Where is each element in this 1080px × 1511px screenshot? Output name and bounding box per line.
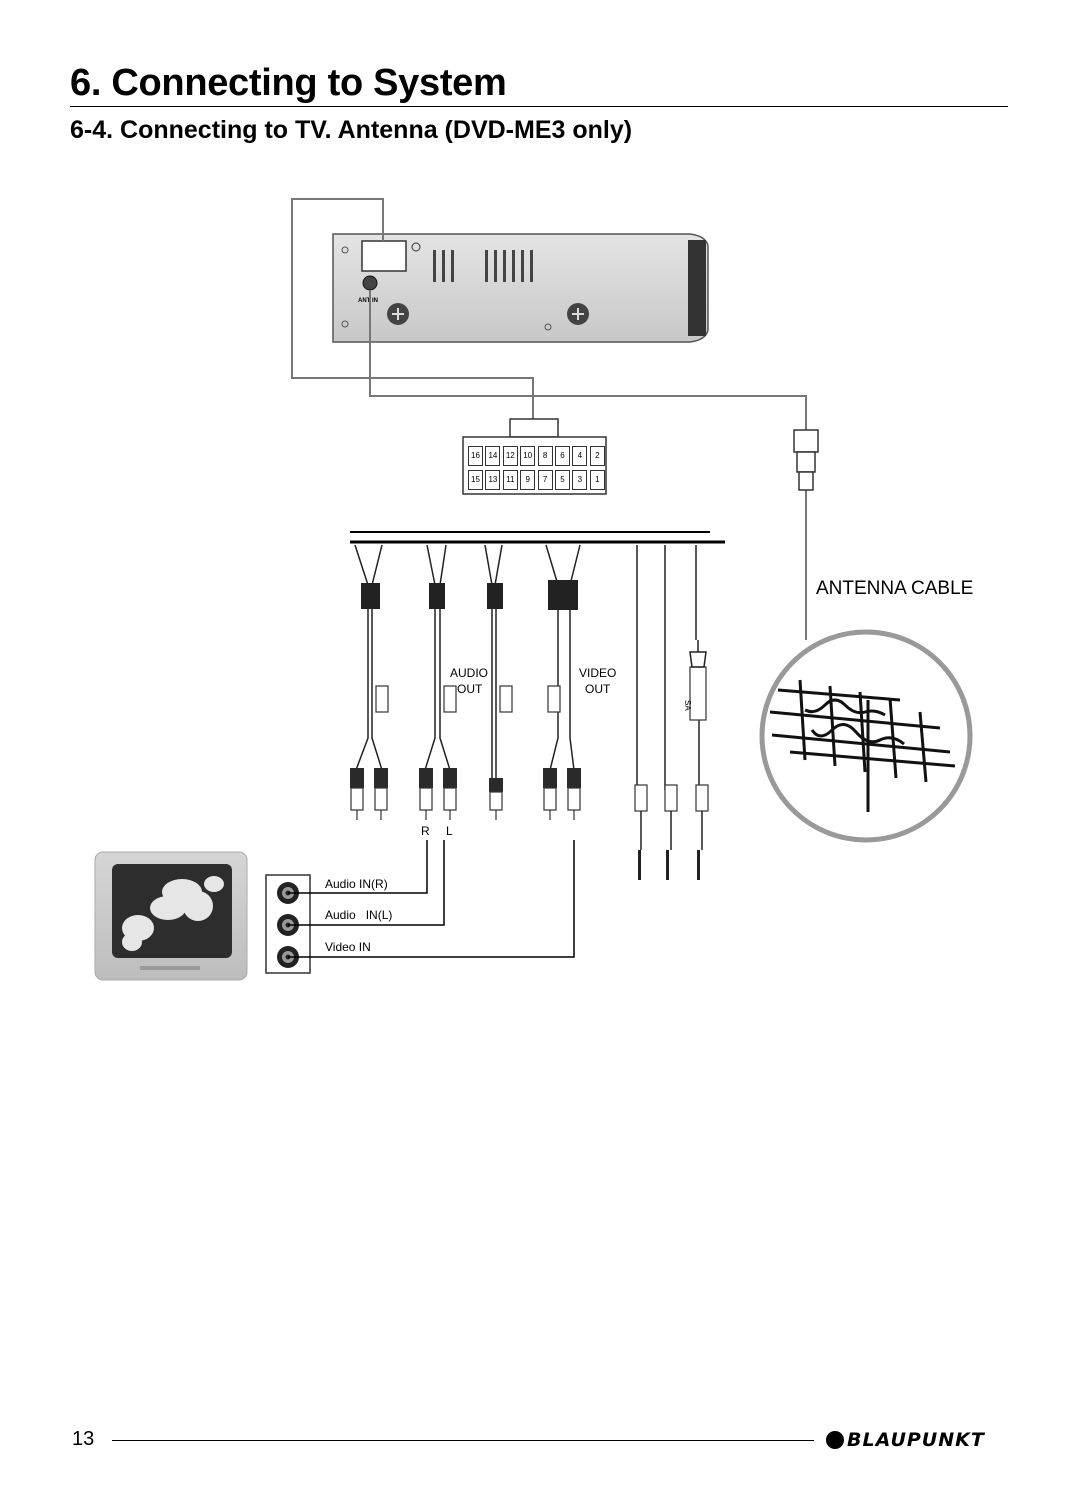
wire-ends: [638, 850, 700, 880]
connector-pin-bottom: 15: [468, 470, 483, 490]
footer-divider: [112, 1440, 814, 1441]
cable-tails: [640, 640, 707, 850]
tv-connection-lines: [288, 840, 575, 958]
iso-socket: [361, 240, 407, 272]
section-title: 6. Connecting to System: [70, 62, 507, 104]
left-channel-label: L: [446, 824, 453, 838]
brand-name: BLAUPUNKT: [847, 1429, 985, 1451]
rca-plugs: [350, 768, 581, 820]
connector-pin-bottom: 3: [572, 470, 588, 490]
right-channel-label: R: [421, 824, 430, 838]
connector-pin-top: 12: [502, 446, 518, 466]
connector-pin-top: 2: [589, 446, 605, 466]
brand-dot-icon: [826, 1431, 844, 1449]
cooling-vents: [433, 250, 533, 282]
connector-pin-bottom: 9: [520, 470, 536, 490]
ant-in-socket: [362, 275, 378, 291]
connector-pin-bottom: 1: [589, 470, 605, 490]
connector-pin-bottom: 7: [537, 470, 553, 490]
flower-image: [122, 876, 224, 951]
tv-audio-in-r-label: Audio IN(R): [325, 877, 388, 891]
video-out-label-line1: VIDEO: [579, 666, 617, 680]
brand-logo: BLAUPUNKT: [826, 1428, 985, 1452]
television: [94, 851, 248, 981]
page-number: 13: [72, 1428, 95, 1450]
head-unit-rear: ANT IN: [332, 233, 709, 343]
connector-pin-bottom: 13: [485, 470, 501, 490]
tv-audio-in-l-label: Audio IN(L): [325, 908, 393, 922]
ant-in-label: ANT IN: [358, 298, 378, 304]
antenna-illustration: [759, 629, 973, 843]
antenna-cable-label: ANTENNA CABLE: [816, 578, 974, 599]
tv-video-in-label: Video IN: [325, 940, 371, 954]
connector-pin-top: 6: [555, 446, 570, 466]
connector-pin-top: 8: [537, 446, 553, 466]
title-divider: [70, 106, 1008, 107]
connector-pin-top: 16: [468, 446, 483, 466]
connector-pin-bottom: 11: [502, 470, 518, 490]
sa-label: SA: [683, 700, 692, 711]
antenna-plug: [793, 429, 819, 491]
connector-pin-top: 4: [572, 446, 588, 466]
rca-cables: [354, 544, 700, 790]
audio-out-label-line2: OUT: [457, 682, 483, 696]
routing-wires: [291, 198, 807, 640]
audio-out-label-line1: AUDIO: [450, 666, 489, 680]
connector-pin-top: 10: [520, 446, 536, 466]
connector-pin-top: 14: [485, 446, 501, 466]
cable-tags: [375, 666, 709, 812]
subsection-title: 6-4. Connecting to TV. Antenna (DVD-ME3 …: [70, 116, 633, 144]
tv-input-panel: [265, 874, 311, 974]
connector-pin-bottom: 5: [555, 470, 570, 490]
video-out-label-line2: OUT: [585, 682, 611, 696]
cable-clips: [361, 580, 578, 610]
cable-harness: [350, 531, 725, 544]
